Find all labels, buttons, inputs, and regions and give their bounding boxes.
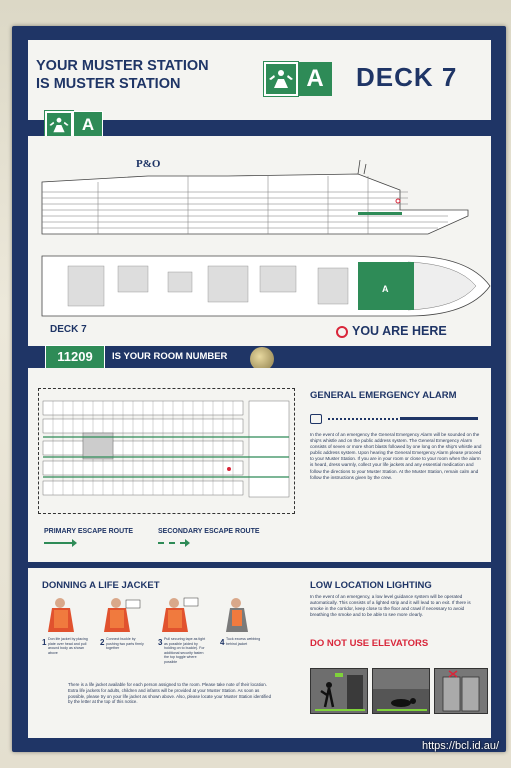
header-line-1: YOUR MUSTER STATION: [36, 58, 209, 74]
lighting-title: LOW LOCATION LIGHTING: [310, 580, 432, 591]
lifejacket-step-1-illustration: [38, 596, 84, 632]
ship-brand-logo: P&O: [136, 158, 161, 170]
ship-side-profile: [41, 159, 469, 235]
primary-route-label: PRIMARY ESCAPE ROUTE: [44, 528, 134, 535]
primary-route-arrow-icon: [44, 542, 74, 544]
alarm-signal-pattern: [328, 418, 398, 420]
step-text: Don life jacket by placing plate over he…: [48, 637, 88, 655]
step-text: Tuck excess webbing behind jacket: [226, 637, 261, 646]
secondary-route-arrow-icon: [158, 542, 186, 544]
deck-label: DECK 7: [50, 324, 87, 335]
ship-plan-panel: P&O A DECK 7 YOU ARE HERE: [28, 136, 491, 346]
deck-plan-view: [41, 255, 491, 317]
alarm-horn-icon: [310, 414, 322, 424]
alarm-title: GENERAL EMERGENCY ALARM: [310, 390, 457, 401]
screw-fixture: [250, 347, 274, 371]
header-panel: YOUR MUSTER STATION IS MUSTER STATION A …: [28, 40, 491, 120]
lighting-text: In the event of an emergency, a low leve…: [310, 594, 471, 618]
plan-muster-letter: A: [382, 284, 389, 294]
muster-letter-badge-small: A: [73, 111, 103, 139]
secondary-route-arrowhead-icon: [185, 539, 190, 547]
step-text: Connect buckle by pushing two parts firm…: [106, 637, 144, 651]
you-are-here-label: YOU ARE HERE: [352, 324, 447, 338]
primary-route-arrowhead-icon: [72, 539, 77, 547]
header-line-2: IS MUSTER STATION: [36, 76, 181, 92]
lifejacket-step-3-illustration: [154, 596, 200, 632]
lifejacket-step-2-illustration: [96, 596, 142, 632]
low-lighting-exit-illustration: [310, 668, 368, 714]
room-map-panel: PRIMARY ESCAPE ROUTE SECONDARY ESCAPE RO…: [28, 368, 491, 562]
lifejacket-title: DONNING A LIFE JACKET: [42, 580, 160, 591]
lifejacket-note: There is a life jacket available for eac…: [68, 682, 272, 705]
cabin-plan: [38, 388, 295, 514]
step-number: 3: [158, 638, 163, 647]
room-number-badge: 11209: [45, 345, 105, 369]
deck-title: DECK 7: [356, 62, 458, 92]
alarm-text: In the event of an emergency the General…: [310, 432, 482, 480]
secondary-route-label: SECONDARY ESCAPE ROUTE: [158, 528, 260, 535]
room-number-label: IS YOUR ROOM NUMBER: [112, 351, 228, 362]
muster-station-icon-small: [44, 110, 74, 140]
lifejacket-lighting-panel: DONNING A LIFE JACKET 1 Don life jacket …: [28, 568, 491, 738]
safety-notice-board: YOUR MUSTER STATION IS MUSTER STATION A …: [12, 26, 506, 752]
step-number: 2: [100, 638, 105, 647]
watermark: https://bcl.id.au/: [421, 740, 499, 752]
muster-letter-badge: A: [298, 62, 332, 96]
muster-station-icon: [263, 61, 299, 97]
low-lighting-crawl-illustration: [372, 668, 430, 714]
alarm-long-blast: [400, 417, 478, 420]
no-elevator-illustration: [434, 668, 488, 714]
cabin-grid: [42, 400, 290, 498]
step-number: 1: [42, 638, 47, 647]
elevator-warning: DO NOT USE ELEVATORS: [310, 638, 429, 649]
lifejacket-step-4-illustration: [214, 596, 260, 632]
step-number: 4: [220, 638, 225, 647]
you-are-here-marker-icon: [336, 326, 348, 338]
step-text: Pull securing tape as tight as possible …: [164, 637, 206, 664]
